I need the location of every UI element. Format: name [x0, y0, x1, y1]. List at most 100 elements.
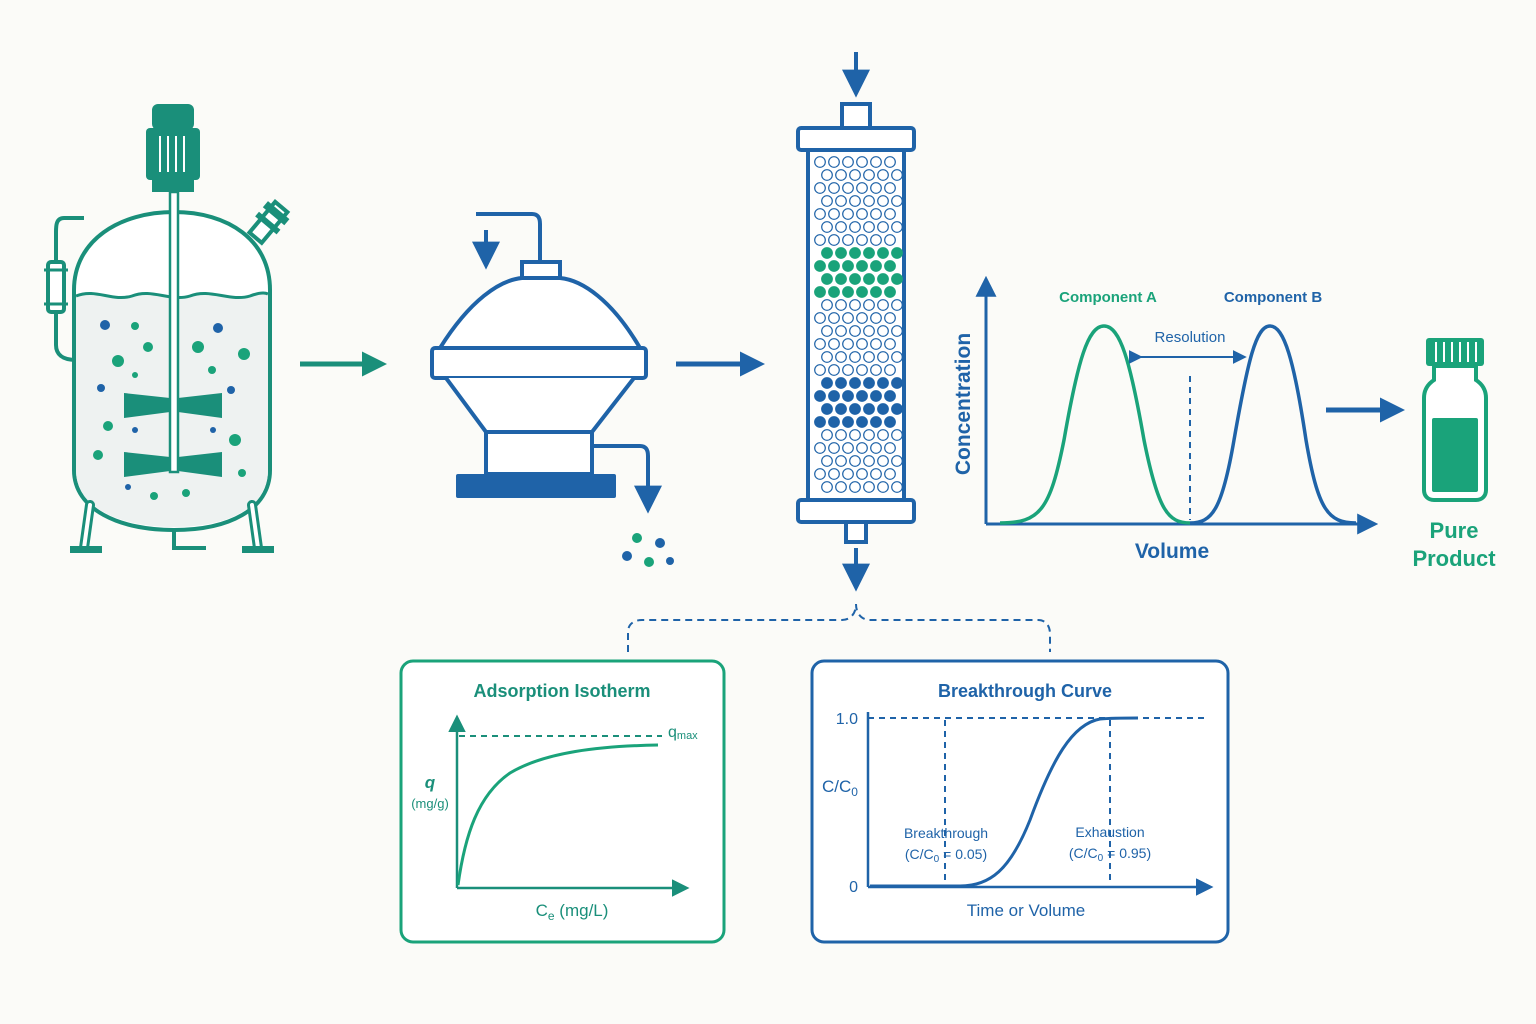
resin-bead: [891, 455, 903, 467]
resin-bead: [842, 416, 854, 428]
resin-bead: [828, 156, 840, 168]
resin-bead: [821, 403, 833, 415]
breakthrough-panel: Breakthrough Curve 1.0 0 C/C0 Breakthrou…: [810, 659, 1230, 944]
resin-bead: [828, 234, 840, 246]
detail-bracket: [627, 603, 1051, 652]
resin-bead: [814, 286, 826, 298]
resin-bead: [842, 260, 854, 272]
resin-bead: [891, 351, 903, 363]
resin-bead: [835, 403, 847, 415]
resin-bead: [877, 169, 889, 181]
resin-bead: [870, 312, 882, 324]
breakthrough-point-label: Breakthrough: [904, 825, 988, 841]
resin-bead: [870, 338, 882, 350]
resin-bead: [835, 273, 847, 285]
bioreactor-icon: [44, 104, 291, 553]
resin-bead: [856, 312, 868, 324]
resin-bead: [821, 481, 833, 493]
resin-bead: [842, 390, 854, 402]
resin-bead: [814, 234, 826, 246]
resin-bead: [821, 429, 833, 441]
chromatography-column-icon: [796, 52, 916, 592]
resin-bead: [849, 481, 861, 493]
resin-bead: [828, 312, 840, 324]
resin-bead: [856, 156, 868, 168]
resin-bead: [877, 351, 889, 363]
isotherm-ylabel: q: [425, 773, 436, 792]
resin-bead: [891, 403, 903, 415]
resin-bead: [856, 286, 868, 298]
breakthrough-ylabel: C/C0: [822, 777, 858, 799]
resin-bead: [835, 351, 847, 363]
resin-bead: [828, 364, 840, 376]
resin-bead: [863, 351, 875, 363]
isotherm-xlabel: Ce (mg/L): [536, 901, 609, 923]
resin-bead: [870, 364, 882, 376]
isotherm-yunit: (mg/g): [411, 796, 449, 811]
isotherm-title: Adsorption Isotherm: [473, 681, 650, 701]
resin-bead: [863, 195, 875, 207]
resin-bead: [828, 208, 840, 220]
resin-bead: [870, 260, 882, 272]
qmax-label: qmax: [668, 724, 698, 742]
resin-bead: [884, 156, 896, 168]
resin-bead: [884, 286, 896, 298]
resin-bead: [856, 364, 868, 376]
resin-bead: [814, 260, 826, 272]
resin-bead: [856, 442, 868, 454]
resin-bead: [821, 169, 833, 181]
resin-bead: [849, 221, 861, 233]
resin-bead: [877, 273, 889, 285]
resin-bead: [891, 429, 903, 441]
resin-bead: [863, 273, 875, 285]
resin-bead: [863, 169, 875, 181]
resin-bead: [870, 416, 882, 428]
resin-bead: [870, 156, 882, 168]
resin-bead: [842, 312, 854, 324]
resin-bead: [884, 468, 896, 480]
resin-bead: [842, 182, 854, 194]
peak-b-curve: [1189, 324, 1357, 525]
resin-bead: [884, 234, 896, 246]
resin-bead: [891, 169, 903, 181]
resin-bead: [828, 260, 840, 272]
resin-bead: [884, 208, 896, 220]
resin-bead: [842, 364, 854, 376]
resin-bead: [849, 429, 861, 441]
isotherm-panel: Adsorption Isotherm qmax q (mg/g) Ce (mg…: [399, 659, 726, 944]
resin-bead: [821, 247, 833, 259]
exhaustion-point-label: Exhaustion: [1075, 824, 1144, 840]
resin-bead: [856, 182, 868, 194]
resin-bead: [870, 182, 882, 194]
resin-bead: [870, 468, 882, 480]
resin-bead: [870, 286, 882, 298]
resin-bead: [884, 182, 896, 194]
resin-bead: [814, 312, 826, 324]
resin-bead: [835, 481, 847, 493]
resin-bead: [814, 338, 826, 350]
product-label-line2: Product: [1412, 546, 1496, 571]
breakthrough-curve: [870, 716, 1139, 888]
resin-bead: [835, 377, 847, 389]
resin-bead: [814, 442, 826, 454]
resin-bead: [863, 377, 875, 389]
resin-bead: [856, 416, 868, 428]
resin-bead: [821, 299, 833, 311]
resin-bead: [849, 195, 861, 207]
resin-bead: [828, 182, 840, 194]
resin-bead: [828, 338, 840, 350]
resin-bead: [814, 390, 826, 402]
resin-bead: [828, 442, 840, 454]
breakthrough-xlabel: Time or Volume: [967, 901, 1085, 920]
resin-bead: [856, 234, 868, 246]
resin-bead: [849, 455, 861, 467]
resin-bead: [821, 377, 833, 389]
resin-bead: [877, 455, 889, 467]
resin-bead: [884, 416, 896, 428]
resin-bead: [842, 468, 854, 480]
resin-bead: [821, 273, 833, 285]
breakthrough-point-value: (C/C0 = 0.05): [905, 846, 987, 865]
resin-bead: [863, 299, 875, 311]
resin-bead: [814, 364, 826, 376]
resin-bead: [849, 299, 861, 311]
